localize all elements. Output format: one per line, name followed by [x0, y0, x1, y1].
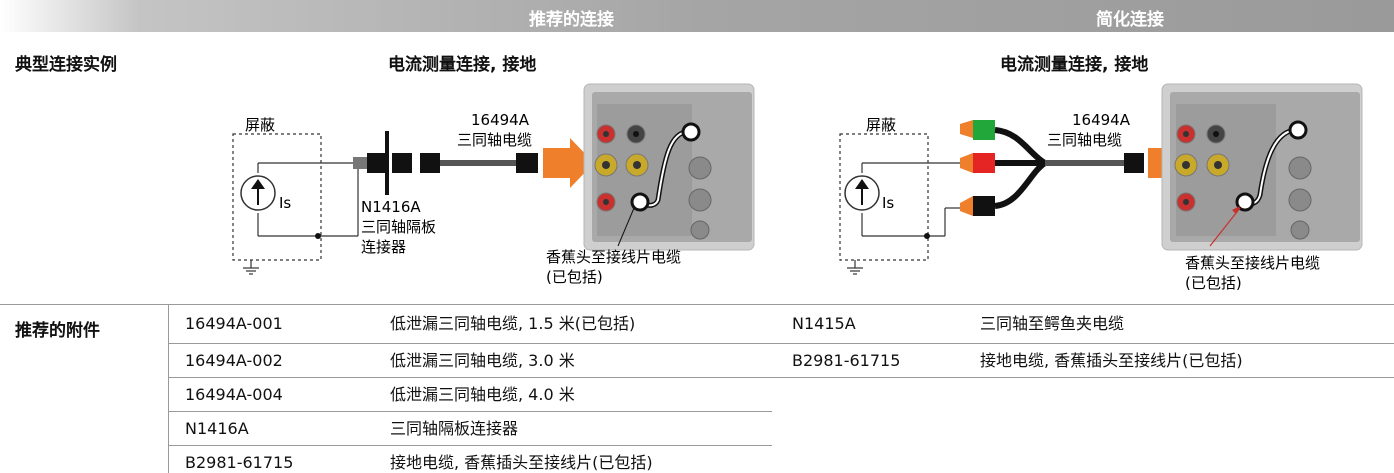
connector-name-2: 连接器: [361, 238, 406, 256]
source-label: Is: [279, 194, 291, 212]
acc-left-desc-5: 接地电缆, 香蕉插头至接线片(已包括): [390, 453, 653, 472]
acc-right-desc-1: 三同轴至鳄鱼夹电缆: [980, 314, 1125, 333]
right-connection-diagram: 屏蔽 Is 16494A 三同轴电缆: [839, 83, 1363, 292]
right-instrument-panel: [1161, 83, 1363, 251]
banana-label-1: 香蕉头至接线片电缆: [546, 248, 681, 266]
black-clip: [973, 196, 995, 216]
acc-left-desc-2: 低泄漏三同轴电缆, 3.0 米: [390, 351, 575, 370]
acc-left-desc-3: 低泄漏三同轴电缆, 4.0 米: [390, 385, 575, 404]
shield-label: 屏蔽: [245, 116, 275, 134]
cable-name-label: 三同轴电缆: [457, 131, 532, 149]
shield-box: [232, 133, 322, 261]
current-source-icon: [240, 175, 276, 211]
header-simplified: 简化连接: [1096, 10, 1164, 30]
left-connection-diagram: 屏蔽 Is 16494A 三同轴电缆 N1416A 三同轴隔板 连接器: [232, 83, 755, 286]
acc-left-desc-4: 三同轴隔板连接器: [390, 419, 519, 438]
right-ground-icon: [847, 267, 863, 275]
banana-label-2: (已包括): [546, 268, 603, 286]
row-label-accessories: 推荐的附件: [15, 321, 100, 341]
header-recommended: 推荐的连接: [529, 10, 614, 30]
instrument-panel: [583, 83, 755, 251]
header-bar: [0, 0, 1394, 32]
right-banana-label-2: (已包括): [1185, 274, 1242, 292]
right-current-source-icon: [844, 175, 880, 211]
right-banana-label-1: 香蕉头至接线片电缆: [1185, 254, 1320, 272]
right-shield-label: 屏蔽: [866, 116, 896, 134]
arrow-icon: [543, 138, 594, 188]
connector-model-label: N1416A: [361, 198, 421, 216]
acc-left-part-3: 16494A-004: [185, 385, 283, 404]
right-diagram-title: 电流测量连接, 接地: [1000, 55, 1149, 75]
green-clip: [973, 120, 995, 140]
row-label-example: 典型连接实例: [15, 55, 117, 75]
connector-name-1: 三同轴隔板: [361, 218, 436, 236]
acc-left-part-2: 16494A-002: [185, 351, 283, 370]
acc-right-part-2: B2981-61715: [792, 351, 901, 370]
red-clip: [973, 153, 995, 173]
acc-left-desc-1: 低泄漏三同轴电缆, 1.5 米(已包括): [390, 314, 636, 333]
acc-left-part-4: N1416A: [185, 419, 249, 438]
acc-left-part-1: 16494A-001: [185, 314, 283, 333]
bulkhead-plate: [385, 131, 389, 195]
right-cable-model-label: 16494A: [1072, 111, 1131, 129]
right-cable-name-label: 三同轴电缆: [1047, 131, 1122, 149]
acc-left-part-5: B2981-61715: [185, 453, 294, 472]
left-diagram-title: 电流测量连接, 接地: [388, 55, 537, 75]
ground-icon: [243, 267, 259, 275]
table-top-border: [0, 304, 1394, 305]
acc-right-part-1: N1415A: [792, 314, 856, 333]
cable-model-label: 16494A: [471, 111, 530, 129]
acc-right-desc-2: 接地电缆, 香蕉插头至接线片(已包括): [980, 351, 1243, 370]
right-source-label: Is: [882, 194, 894, 212]
